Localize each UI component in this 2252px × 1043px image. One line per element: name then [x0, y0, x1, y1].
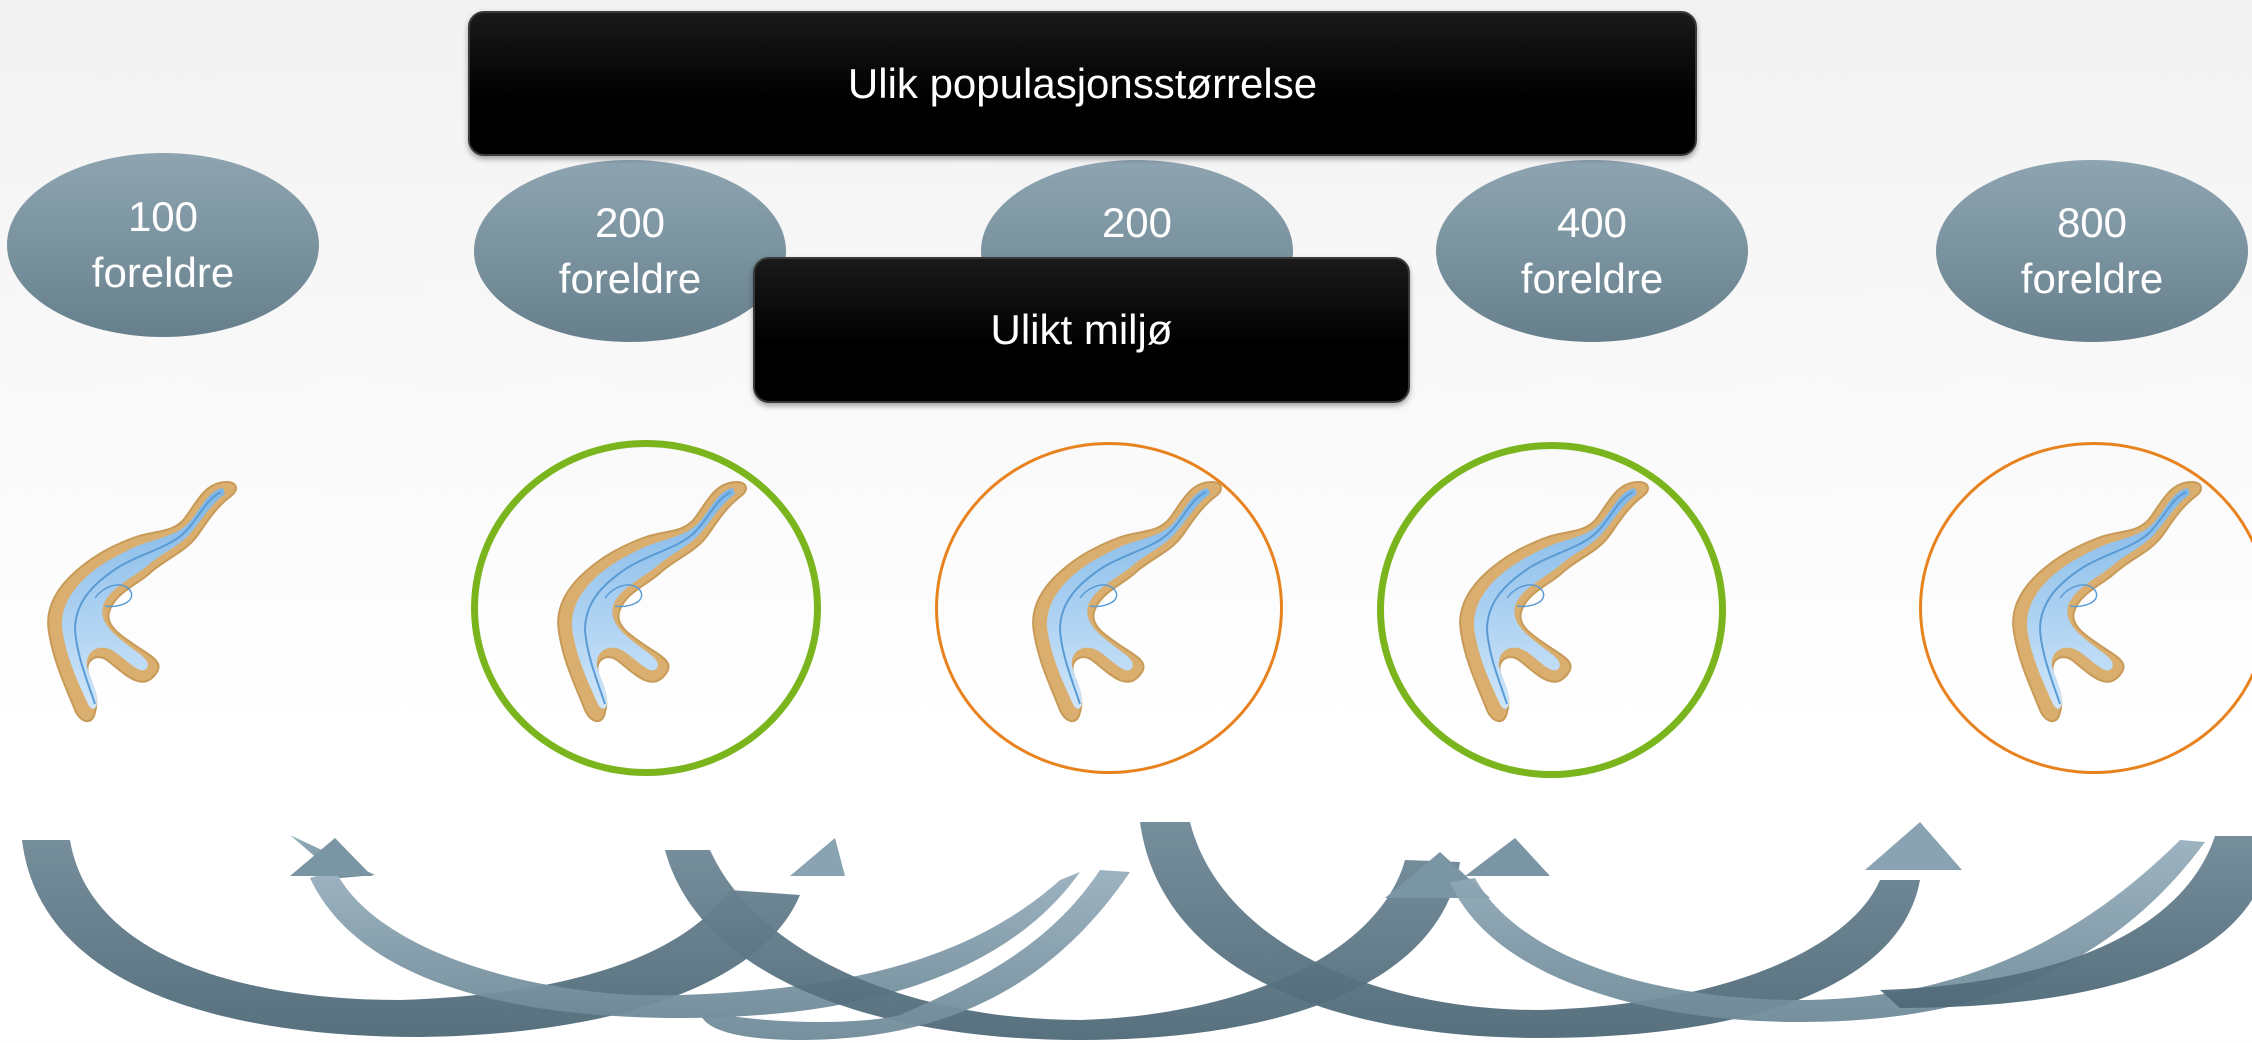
population-unit: foreldre: [558, 255, 702, 302]
environment-banner: Ulikt miljø: [753, 257, 1410, 403]
arrow-curve: [1450, 840, 2205, 1022]
population-oval: 800 foreldre: [1936, 160, 2248, 342]
banner-label: Ulik populasjonsstørrelse: [847, 59, 1318, 107]
arrowhead: [1865, 822, 1962, 870]
banner-label: Ulikt miljø: [990, 306, 1173, 353]
environment-circle-green: [1377, 442, 1726, 778]
population-count: 100: [127, 193, 199, 240]
population-count: 800: [2056, 199, 2128, 246]
river-icon: [2012, 480, 2202, 723]
population-count: 400: [1556, 199, 1628, 246]
population-unit: foreldre: [2020, 255, 2164, 302]
river-icon: [1459, 480, 1649, 723]
arrowhead: [290, 838, 372, 876]
arrow-curve: [310, 870, 1080, 1018]
river-icon: [47, 480, 237, 723]
environment-circle-green: [471, 440, 821, 776]
arrow-curve: [700, 870, 1130, 1040]
river-icon: [1032, 480, 1222, 723]
arrowhead: [1465, 838, 1550, 876]
arrow-curve: [665, 850, 1460, 1040]
population-count: 200: [1101, 199, 1173, 246]
population-count: 200: [594, 199, 666, 246]
arrow-curve: [1880, 836, 2252, 1008]
population-oval: 400 foreldre: [1436, 160, 1748, 342]
river-icon: [557, 480, 747, 723]
population-oval: 100 foreldre: [7, 153, 319, 337]
environment-circle-orange: [1919, 442, 2252, 774]
arrow-curve: [1140, 822, 1920, 1038]
arrow-curve: [22, 840, 800, 1037]
population-oval: 200 foreldre: [474, 160, 786, 342]
arrowhead: [790, 838, 845, 876]
population-unit: foreldre: [1520, 255, 1664, 302]
population-unit: foreldre: [91, 249, 235, 296]
population-size-banner: Ulik populasjonsstørrelse: [468, 11, 1697, 156]
environment-circle-orange: [935, 442, 1283, 774]
